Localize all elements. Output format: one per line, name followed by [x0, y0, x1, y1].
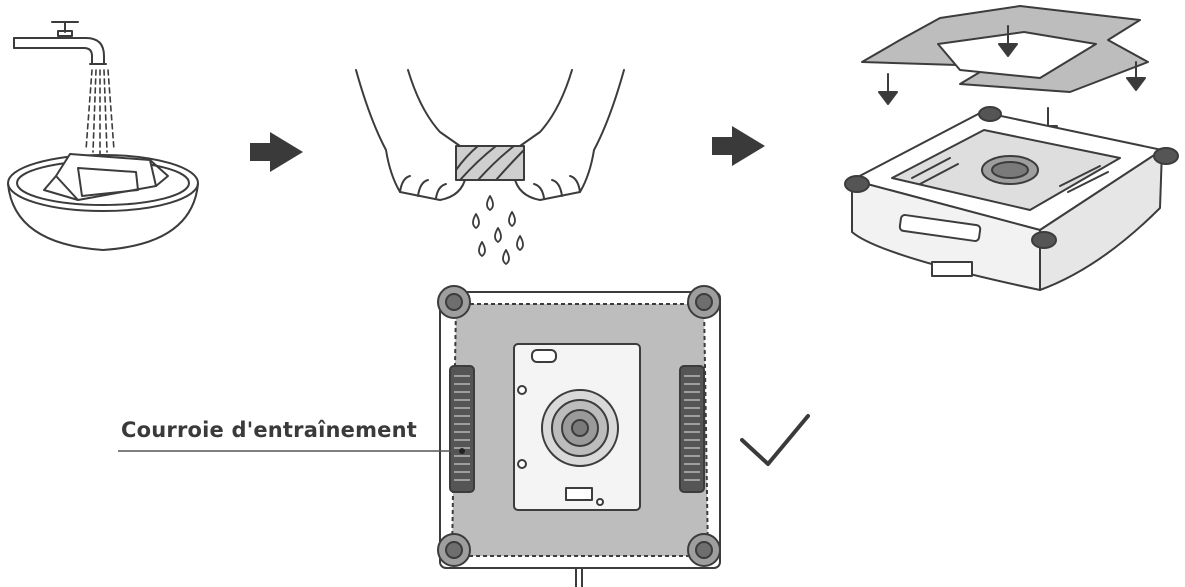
callout-label: Courroie d'entraînement — [121, 418, 418, 442]
wring-hands-icon — [355, 69, 625, 265]
pad-attach-icon — [844, 5, 1179, 291]
faucet-bowl-icon — [7, 21, 199, 251]
step-arrow-icon — [250, 132, 303, 172]
checkmark-icon — [740, 414, 810, 466]
robot-bottom-icon — [437, 285, 721, 587]
step-arrow-icon — [712, 126, 765, 166]
